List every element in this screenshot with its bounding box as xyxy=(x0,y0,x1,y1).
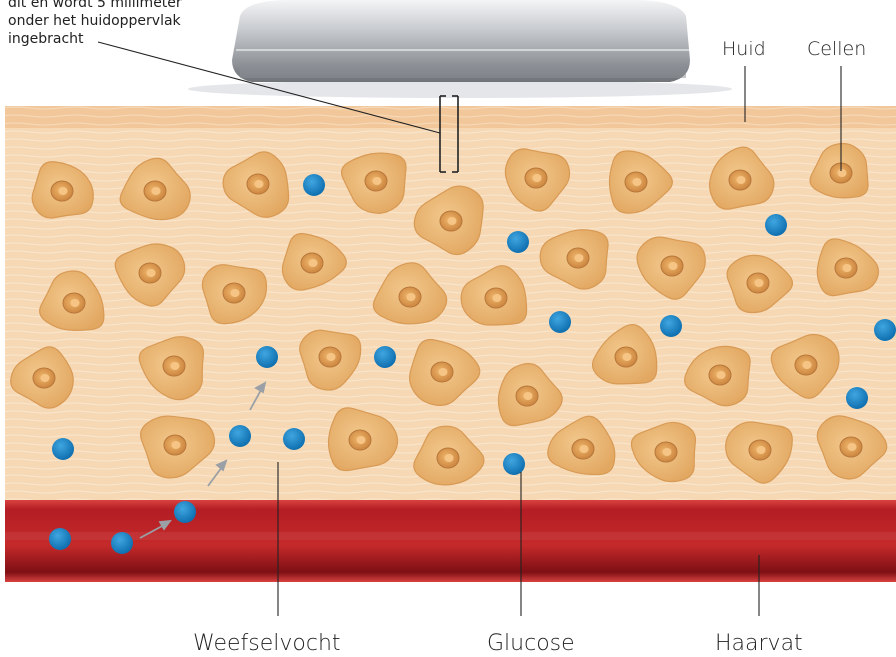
glucose-molecule xyxy=(846,387,868,409)
label-glucose: Glucose xyxy=(487,631,575,656)
glucose-molecule xyxy=(229,425,251,447)
glucose-molecule xyxy=(111,532,133,554)
glucose-molecule xyxy=(549,311,571,333)
glucose-molecule xyxy=(52,438,74,460)
glucose-molecule xyxy=(283,428,305,450)
glucose-molecule xyxy=(374,346,396,368)
label-haarvat: Haarvat xyxy=(715,631,803,656)
blood-vessel xyxy=(5,500,896,582)
glucose-molecule xyxy=(660,315,682,337)
note-line-1: dit en wordt 5 millimeter xyxy=(8,0,182,12)
note-line-2: onder het huidoppervlak xyxy=(8,12,182,30)
glucose-molecule xyxy=(507,231,529,253)
label-cellen: Cellen xyxy=(807,38,866,60)
glucose-molecule xyxy=(874,319,896,341)
blood-vessel-highlight xyxy=(5,532,896,540)
glucose-molecule xyxy=(503,453,525,475)
label-weefselvocht: Weefselvocht xyxy=(193,631,341,656)
glucose-molecule xyxy=(303,174,325,196)
filament-note: dit en wordt 5 millimeter onder het huid… xyxy=(8,0,182,48)
label-huid: Huid xyxy=(722,38,766,60)
glucose-molecule xyxy=(765,214,787,236)
glucose-molecule xyxy=(256,346,278,368)
note-line-3: ingebracht xyxy=(8,30,182,48)
glucose-molecule xyxy=(174,501,196,523)
glucose-molecule xyxy=(49,528,71,550)
sensor-icon xyxy=(188,0,732,98)
